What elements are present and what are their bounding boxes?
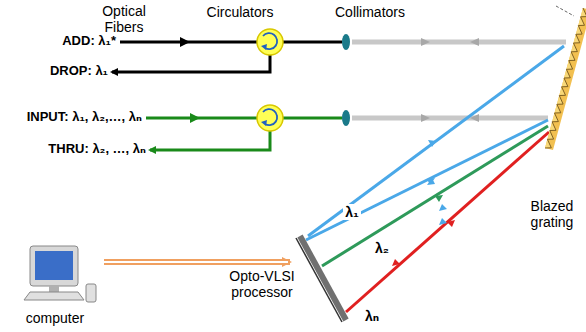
- port-label: DROP: λ₁: [50, 64, 108, 79]
- grating-normal: [556, 6, 574, 16]
- opto-vlsi-processor: [300, 236, 346, 320]
- add-arrow: [180, 37, 190, 47]
- circulator-label: Circulators: [207, 4, 274, 20]
- opto-vlsi-edge: [296, 238, 342, 322]
- collimator-lens: [342, 34, 350, 50]
- red-beam-arrows: [392, 220, 455, 266]
- input-beam: [352, 116, 548, 121]
- circulator-symbol: [257, 105, 283, 131]
- control-link: [104, 259, 290, 265]
- control-link-core: [104, 261, 288, 263]
- collimator-label: Collimators: [335, 4, 405, 20]
- input-fiber: [146, 117, 257, 120]
- fiber-label: Optical Fibers: [89, 3, 159, 35]
- thru-fiber: [150, 131, 270, 150]
- input-arrow: [190, 113, 200, 123]
- collimator-lens: [342, 110, 350, 126]
- add-beam: [352, 40, 566, 45]
- circulator-symbol: [257, 29, 283, 55]
- add-collimator-fiber: [283, 41, 342, 44]
- port-label: ADD: λ₁*: [62, 34, 116, 49]
- port-label: INPUT: λ₁, λ₂,…, λₙ: [27, 110, 142, 125]
- grating-label: Blazed grating: [521, 198, 583, 230]
- beam-arrows: [421, 38, 479, 122]
- computer-label: computer: [26, 310, 84, 326]
- input-collimator-fiber: [283, 117, 342, 120]
- port-label: THRU: λ₂, …, λₙ: [48, 142, 146, 157]
- wavelength-label: λ₂: [373, 240, 391, 256]
- blue-beam-arrows: [427, 140, 447, 225]
- lambdan-beam: [346, 132, 549, 312]
- wavelength-label: λ₁: [343, 204, 361, 220]
- computer-icon: [24, 246, 96, 302]
- lambda2-beam: [322, 126, 548, 266]
- drop-fiber: [112, 55, 270, 72]
- blazed-grating: [545, 8, 586, 150]
- processor-label: Opto-VLSI processor: [214, 268, 310, 300]
- lambda1-beam: [306, 120, 548, 240]
- wavelength-label: λₙ: [363, 308, 381, 324]
- green-beam-arrow: [435, 195, 443, 202]
